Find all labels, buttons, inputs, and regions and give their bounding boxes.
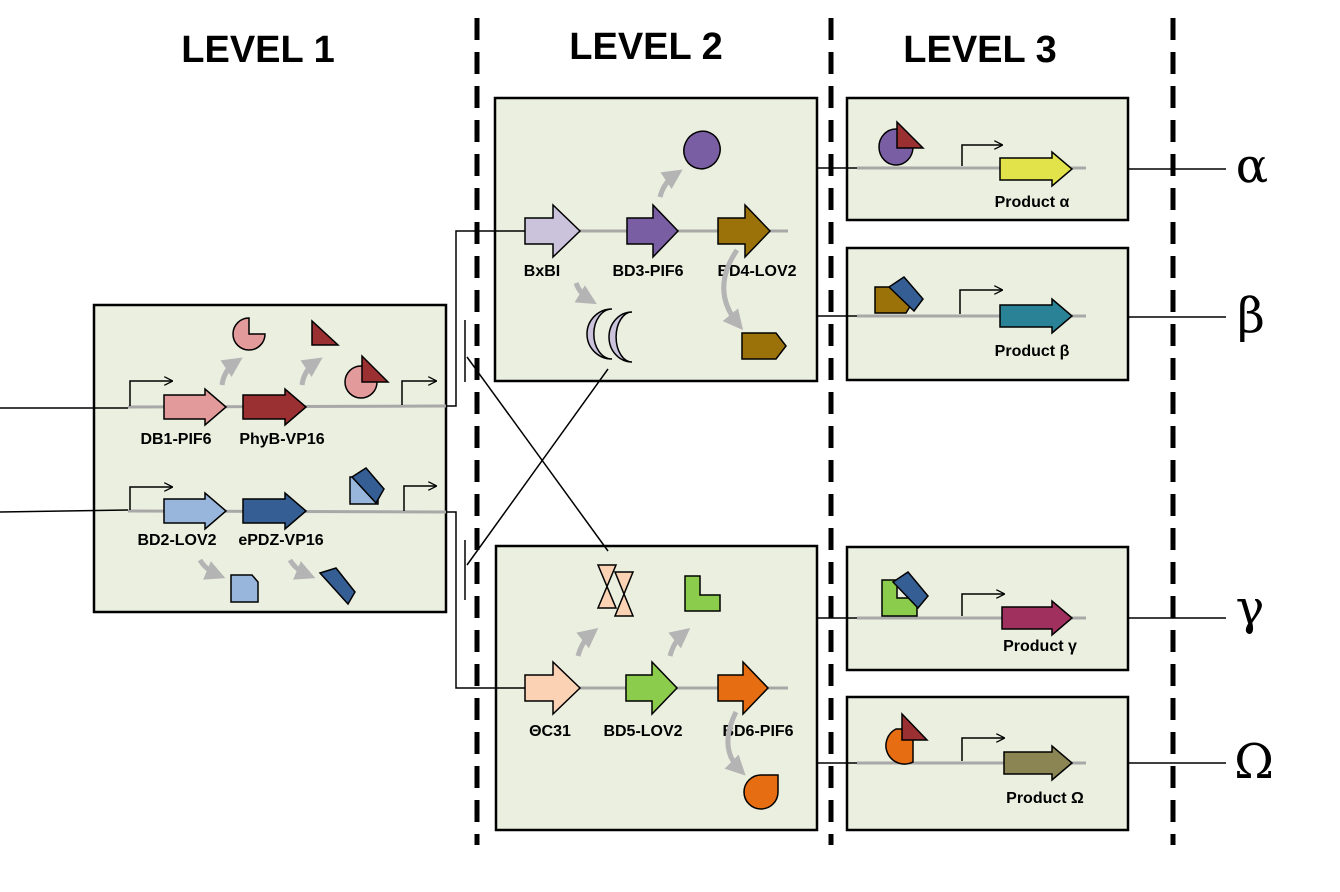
gene-label-bd2-lov2: BD2-LOV2 (137, 532, 216, 549)
bd5-lov2-gene-arrow (625, 660, 679, 716)
phic31-gene-arrow (524, 660, 582, 716)
bd4-lov2-gene-arrow (717, 203, 772, 259)
bxbi-gene-arrow (524, 203, 582, 259)
gene-label-epdz-vp16: ePDZ-VP16 (238, 532, 323, 549)
promoter-icon (129, 487, 172, 510)
product-beta-label: Product β (995, 343, 1070, 360)
phyb-vp16-gene-arrow (242, 387, 308, 427)
bd5-protein-icon (684, 575, 721, 612)
lov2-protein-icon (230, 574, 259, 603)
product-omega-label: Product Ω (1006, 790, 1084, 807)
epdz-protein-icon (891, 571, 929, 610)
level-1-circuit: DB1-PIF6 PhyB-VP16 BD2-LOV2 ePDZ-VP16 (127, 317, 447, 606)
level-2-top-circuit: BxBI BD3-PIF6 BD4-LOV2 (524, 130, 797, 363)
phyb-protein-icon (901, 712, 929, 741)
promoter-icon (961, 145, 1002, 166)
epdz-protein-icon (887, 276, 924, 313)
level-3-beta-circuit: Product β (857, 276, 1086, 360)
bxbi-recombinase-icon (586, 308, 613, 360)
gene-label-bd5-lov2: BD5-LOV2 (603, 723, 682, 740)
bd3-pif6-gene-arrow (626, 203, 680, 259)
promoter-icon (961, 738, 1004, 761)
promoter-icon (959, 290, 1002, 314)
bd6-protein-icon (743, 774, 779, 810)
bd6-pif6-gene-arrow (717, 660, 770, 716)
promoter-icon (129, 381, 172, 406)
phic31-recombinase-icon (596, 564, 618, 609)
product-omega-gene-arrow (1003, 744, 1074, 782)
level-3-beta-box (845, 246, 1130, 382)
output-alpha: α (1236, 138, 1268, 194)
phyb-protein-icon (361, 354, 390, 383)
level-3-alpha-circuit: Product α (857, 120, 1086, 211)
level-2-bottom-circuit: ΘC31 BD5-LOV2 BD6-PIF6 (524, 564, 794, 810)
level-1-heading: LEVEL 1 (181, 29, 334, 71)
epdz-vp16-gene-arrow (242, 491, 308, 531)
promoter-icon (401, 381, 436, 405)
bxbi-recombinase-icon (608, 311, 633, 363)
wiring (0, 167, 1226, 764)
bd2-lov2-gene-arrow (163, 491, 228, 531)
promoter-icon (403, 486, 436, 511)
bd3-protein-icon (683, 130, 721, 170)
gene-label-bxbi: BxBI (524, 263, 560, 280)
phic31-recombinase-icon (613, 571, 635, 617)
level-3-omega-circuit: Product Ω (857, 712, 1086, 807)
product-beta-gene-arrow (999, 297, 1074, 335)
level-1-box (92, 303, 448, 614)
output-beta: β (1237, 288, 1265, 344)
output-gamma: γ (1236, 580, 1265, 636)
level-3-heading: LEVEL 3 (903, 29, 1056, 71)
bd4-protein-icon (741, 332, 787, 360)
gene-label-bd3-pif6: BD3-PIF6 (612, 263, 683, 280)
epdz-protein-icon (350, 467, 385, 505)
db1-pif6-gene-arrow (163, 387, 228, 427)
level-3-gamma-circuit: Product γ (857, 571, 1086, 655)
product-gamma-gene-arrow (1001, 599, 1074, 637)
phyb-protein-icon (311, 319, 340, 346)
pif6-protein-icon (232, 317, 266, 351)
gene-label-db1-pif6: DB1-PIF6 (140, 431, 211, 448)
level-2-heading: LEVEL 2 (569, 26, 722, 68)
gene-label-phyb-vp16: PhyB-VP16 (239, 431, 324, 448)
gene-label-bd4-lov2: BD4-LOV2 (717, 263, 796, 280)
product-alpha-label: Product α (995, 194, 1070, 211)
promoter-icon (961, 594, 1004, 616)
product-gamma-label: Product γ (1003, 638, 1077, 655)
phyb-protein-icon (896, 120, 925, 149)
product-alpha-gene-arrow (999, 150, 1074, 188)
gene-label-phic31: ΘC31 (529, 723, 571, 740)
epdz-protein-icon (318, 567, 356, 606)
gene-label-bd6-pif6: BD6-PIF6 (722, 723, 793, 740)
output-omega: Ω (1234, 734, 1274, 790)
